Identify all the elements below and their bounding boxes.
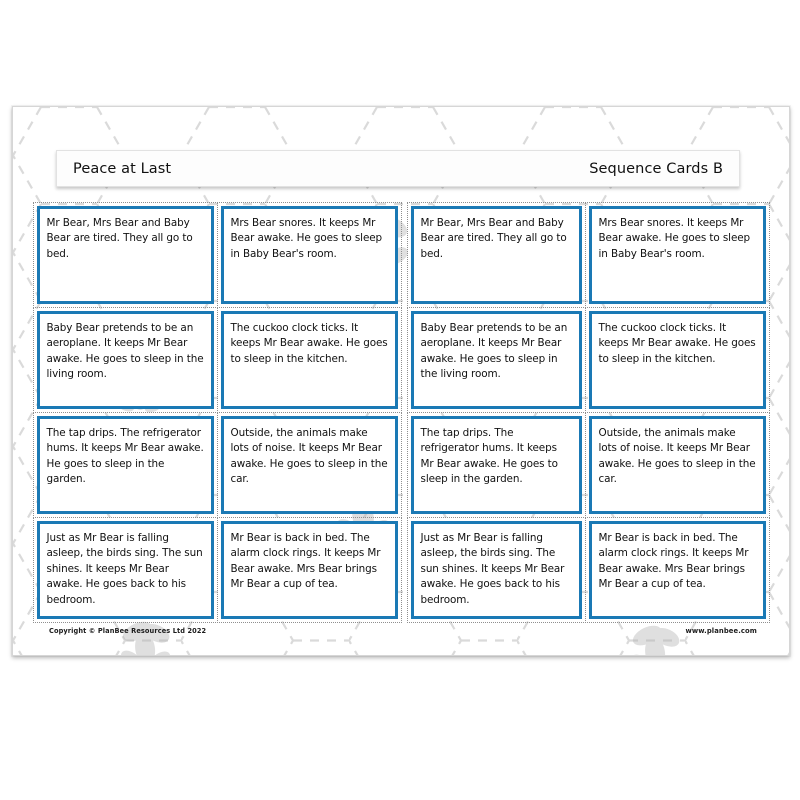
sequence-card-text: Baby Bear pretends to be an aeroplane. I… — [420, 321, 568, 381]
sequence-card-text: Mr Bear, Mrs Bear and Baby Bear are tire… — [46, 216, 193, 260]
card-cut-guide: Mr Bear, Mrs Bear and Baby Bear are tire… — [32, 201, 218, 308]
sequence-card-text: The tap drips. The refrigerator hums. It… — [46, 426, 204, 486]
sequence-card-text: Mr Bear, Mrs Bear and Baby Bear are tire… — [420, 216, 567, 260]
sequence-card[interactable]: Just as Mr Bear is falling asleep, the b… — [36, 520, 214, 619]
sequence-card[interactable]: Mr Bear, Mrs Bear and Baby Bear are tire… — [410, 205, 582, 304]
sequence-card-text: Mrs Bear snores. It keeps Mr Bear awake.… — [598, 216, 751, 260]
sequence-card-text: Just as Mr Bear is falling asleep, the b… — [46, 531, 203, 606]
copyright-notice: Copyright © PlanBee Resources Ltd 2022 — [49, 627, 207, 635]
sequence-card[interactable]: Mr Bear is back in bed. The alarm clock … — [588, 520, 766, 619]
sequence-card-text: Outside, the animals make lots of noise.… — [230, 426, 388, 486]
website-url[interactable]: www.planbee.com — [685, 627, 757, 635]
sequence-card[interactable]: The tap drips. The refrigerator hums. It… — [410, 415, 582, 514]
page-title: Peace at Last — [73, 160, 172, 177]
sequence-card-text: Mr Bear is back in bed. The alarm clock … — [230, 531, 381, 591]
card-cut-guide: Mrs Bear snores. It keeps Mr Bear awake.… — [584, 201, 770, 308]
card-cut-guide: The cuckoo clock ticks. It keeps Mr Bear… — [584, 306, 770, 413]
card-cut-guide: Mrs Bear snores. It keeps Mr Bear awake.… — [216, 201, 402, 308]
card-cut-guide: Outside, the animals make lots of noise.… — [216, 411, 402, 518]
card-cut-guide: Just as Mr Bear is falling asleep, the b… — [32, 516, 218, 623]
sequence-card[interactable]: Baby Bear pretends to be an aeroplane. I… — [36, 310, 214, 409]
sequence-card[interactable]: Mr Bear, Mrs Bear and Baby Bear are tire… — [36, 205, 214, 304]
card-cut-guide: The tap drips. The refrigerator hums. It… — [32, 411, 218, 518]
resource-subtitle: Sequence Cards B — [589, 160, 723, 177]
sequence-card-text: The cuckoo clock ticks. It keeps Mr Bear… — [598, 321, 756, 365]
sequence-card[interactable]: Just as Mr Bear is falling asleep, the b… — [410, 520, 582, 619]
card-cut-guide: The cuckoo clock ticks. It keeps Mr Bear… — [216, 306, 402, 413]
card-cut-guide: Baby Bear pretends to be an aeroplane. I… — [406, 306, 586, 413]
card-cut-guide: Outside, the animals make lots of noise.… — [584, 411, 770, 518]
sequence-card[interactable]: The tap drips. The refrigerator hums. It… — [36, 415, 214, 514]
card-cut-guide: Mr Bear is back in bed. The alarm clock … — [584, 516, 770, 623]
sequence-card-text: Mr Bear is back in bed. The alarm clock … — [598, 531, 749, 591]
sequence-card[interactable]: Mr Bear is back in bed. The alarm clock … — [220, 520, 398, 619]
card-cut-guide: Just as Mr Bear is falling asleep, the b… — [406, 516, 586, 623]
sequence-card-text: Baby Bear pretends to be an aeroplane. I… — [46, 321, 204, 381]
sequence-card[interactable]: The cuckoo clock ticks. It keeps Mr Bear… — [588, 310, 766, 409]
sequence-card[interactable]: Outside, the animals make lots of noise.… — [220, 415, 398, 514]
worksheet-header-bar: Peace at Last Sequence Cards B — [56, 150, 740, 187]
sequence-card[interactable]: Baby Bear pretends to be an aeroplane. I… — [410, 310, 582, 409]
card-cut-guide: Mr Bear is back in bed. The alarm clock … — [216, 516, 402, 623]
card-cut-guide: Baby Bear pretends to be an aeroplane. I… — [32, 306, 218, 413]
sequence-card[interactable]: Mrs Bear snores. It keeps Mr Bear awake.… — [588, 205, 766, 304]
sequence-card-grid: Mr Bear, Mrs Bear and Baby Bear are tire… — [32, 201, 770, 623]
card-cut-guide: Mr Bear, Mrs Bear and Baby Bear are tire… — [406, 201, 586, 308]
printable-sheet: Peace at Last Sequence Cards B Mr Bear, … — [12, 106, 790, 656]
card-cut-guide: The tap drips. The refrigerator hums. It… — [406, 411, 586, 518]
sequence-card[interactable]: Outside, the animals make lots of noise.… — [588, 415, 766, 514]
sequence-card[interactable]: Mrs Bear snores. It keeps Mr Bear awake.… — [220, 205, 398, 304]
sequence-card[interactable]: The cuckoo clock ticks. It keeps Mr Bear… — [220, 310, 398, 409]
worksheet-footer: Copyright © PlanBee Resources Ltd 2022 w… — [13, 627, 789, 649]
sequence-card-text: Mrs Bear snores. It keeps Mr Bear awake.… — [230, 216, 383, 260]
sequence-card-text: The tap drips. The refrigerator hums. It… — [420, 426, 558, 486]
sequence-card-text: The cuckoo clock ticks. It keeps Mr Bear… — [230, 321, 388, 365]
sequence-card-text: Outside, the animals make lots of noise.… — [598, 426, 756, 486]
sequence-card-text: Just as Mr Bear is falling asleep, the b… — [420, 531, 565, 606]
